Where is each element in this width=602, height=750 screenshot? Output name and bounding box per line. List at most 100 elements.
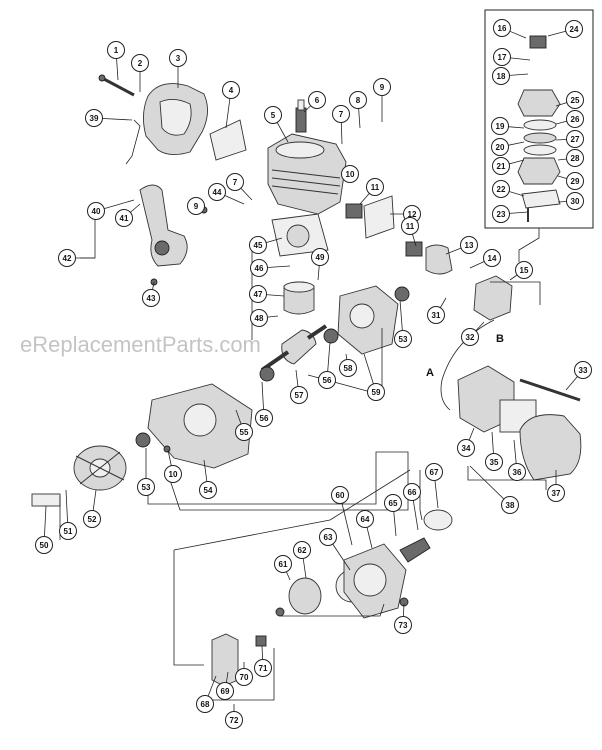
callout-57: 57 [290,386,308,404]
callout-number: 62 [298,546,307,555]
callout-59: 59 [367,383,385,401]
callout-number: 9 [194,202,199,211]
callout-number: 36 [513,468,522,477]
callout-number: 42 [63,254,72,263]
callout-66: 66 [403,483,421,501]
callout-number: 54 [204,486,213,495]
callout-number: 47 [254,290,263,299]
callout-number: 31 [432,311,441,320]
callout-27: 27 [566,130,584,148]
callout-50: 50 [35,536,53,554]
callout-number: 14 [488,254,497,263]
callout-number: 4 [229,86,234,95]
callout-number: 55 [240,428,249,437]
callout-13: 13 [460,236,478,254]
callout-number: 21 [497,162,506,171]
callout-55: 55 [235,423,253,441]
callout-number: 8 [356,96,361,105]
callout-73: 73 [394,616,412,634]
callout-number: 20 [496,143,505,152]
callout-number: 72 [230,716,239,725]
callout-number: 35 [490,458,499,467]
callout-36: 36 [508,463,526,481]
callout-number: 24 [570,25,579,34]
callout-56: 56 [318,371,336,389]
callout-number: 53 [399,335,408,344]
callout-number: 41 [120,214,129,223]
callout-3: 3 [169,49,187,67]
callout-18: 18 [492,67,510,85]
callout-69: 69 [216,682,234,700]
callout-37: 37 [547,484,565,502]
callout-leader-38 [469,465,511,506]
callout-70: 70 [235,668,253,686]
callout-number: 9 [380,83,385,92]
callout-51: 51 [59,522,77,540]
callout-60: 60 [331,486,349,504]
callout-number: 6 [315,96,320,105]
callout-number: 67 [430,468,439,477]
callout-number: 27 [571,135,580,144]
callout-40: 40 [87,202,105,220]
callout-number: 38 [506,501,515,510]
callout-54: 54 [199,481,217,499]
callout-29: 29 [566,172,584,190]
callout-48: 48 [250,309,268,327]
callout-68: 68 [196,695,214,713]
callout-53: 53 [394,330,412,348]
callout-number: 2 [138,59,143,68]
callout-number: 18 [497,72,506,81]
callout-23: 23 [492,205,510,223]
callout-19: 19 [491,117,509,135]
callout-20: 20 [491,138,509,156]
callout-63: 63 [319,528,337,546]
callout-49: 49 [311,248,329,266]
callout-number: 70 [240,673,249,682]
watermark: eReplacementParts.com [20,332,261,357]
callout-16: 16 [493,19,511,37]
callout-number: 25 [571,96,580,105]
callout-10: 10 [341,165,359,183]
callout-1: 1 [107,41,125,59]
callout-4: 4 [222,81,240,99]
callout-number: 29 [571,177,580,186]
callout-number: 50 [40,541,49,550]
callout-7: 7 [226,173,244,191]
callout-25: 25 [566,91,584,109]
callout-number: 69 [221,687,230,696]
callout-number: 57 [295,391,304,400]
callout-number: 37 [552,489,561,498]
callout-number: 34 [462,444,471,453]
callout-39: 39 [85,109,103,127]
callout-number: 15 [520,266,529,275]
callout-number: 32 [466,333,475,342]
callout-number: 23 [497,210,506,219]
callout-22: 22 [492,180,510,198]
callout-number: 52 [88,515,97,524]
callout-number: 56 [323,376,332,385]
callout-47: 47 [249,285,267,303]
callout-14: 14 [483,249,501,267]
callout-number: 10 [346,170,355,179]
callout-number: 45 [254,241,263,250]
callout-number: 60 [336,491,345,500]
callout-62: 62 [293,541,311,559]
callout-30: 30 [566,192,584,210]
callout-number: 43 [147,294,156,303]
callout-21: 21 [492,157,510,175]
callout-number: 19 [496,122,505,131]
callout-38: 38 [501,496,519,514]
callout-number: 64 [361,515,370,524]
callout-31: 31 [427,306,445,324]
callout-6: 6 [308,91,326,109]
callout-number: 63 [324,533,333,542]
callout-8: 8 [349,91,367,109]
callout-number: 44 [213,188,222,197]
callout-58: 58 [339,359,357,377]
callout-number: 11 [406,222,415,231]
callout-layer: 1234567893910111240414243447945464748491… [35,19,592,729]
callout-number: 39 [90,114,99,123]
callout-9: 9 [187,197,205,215]
callout-11: 11 [366,178,384,196]
callout-28: 28 [566,149,584,167]
